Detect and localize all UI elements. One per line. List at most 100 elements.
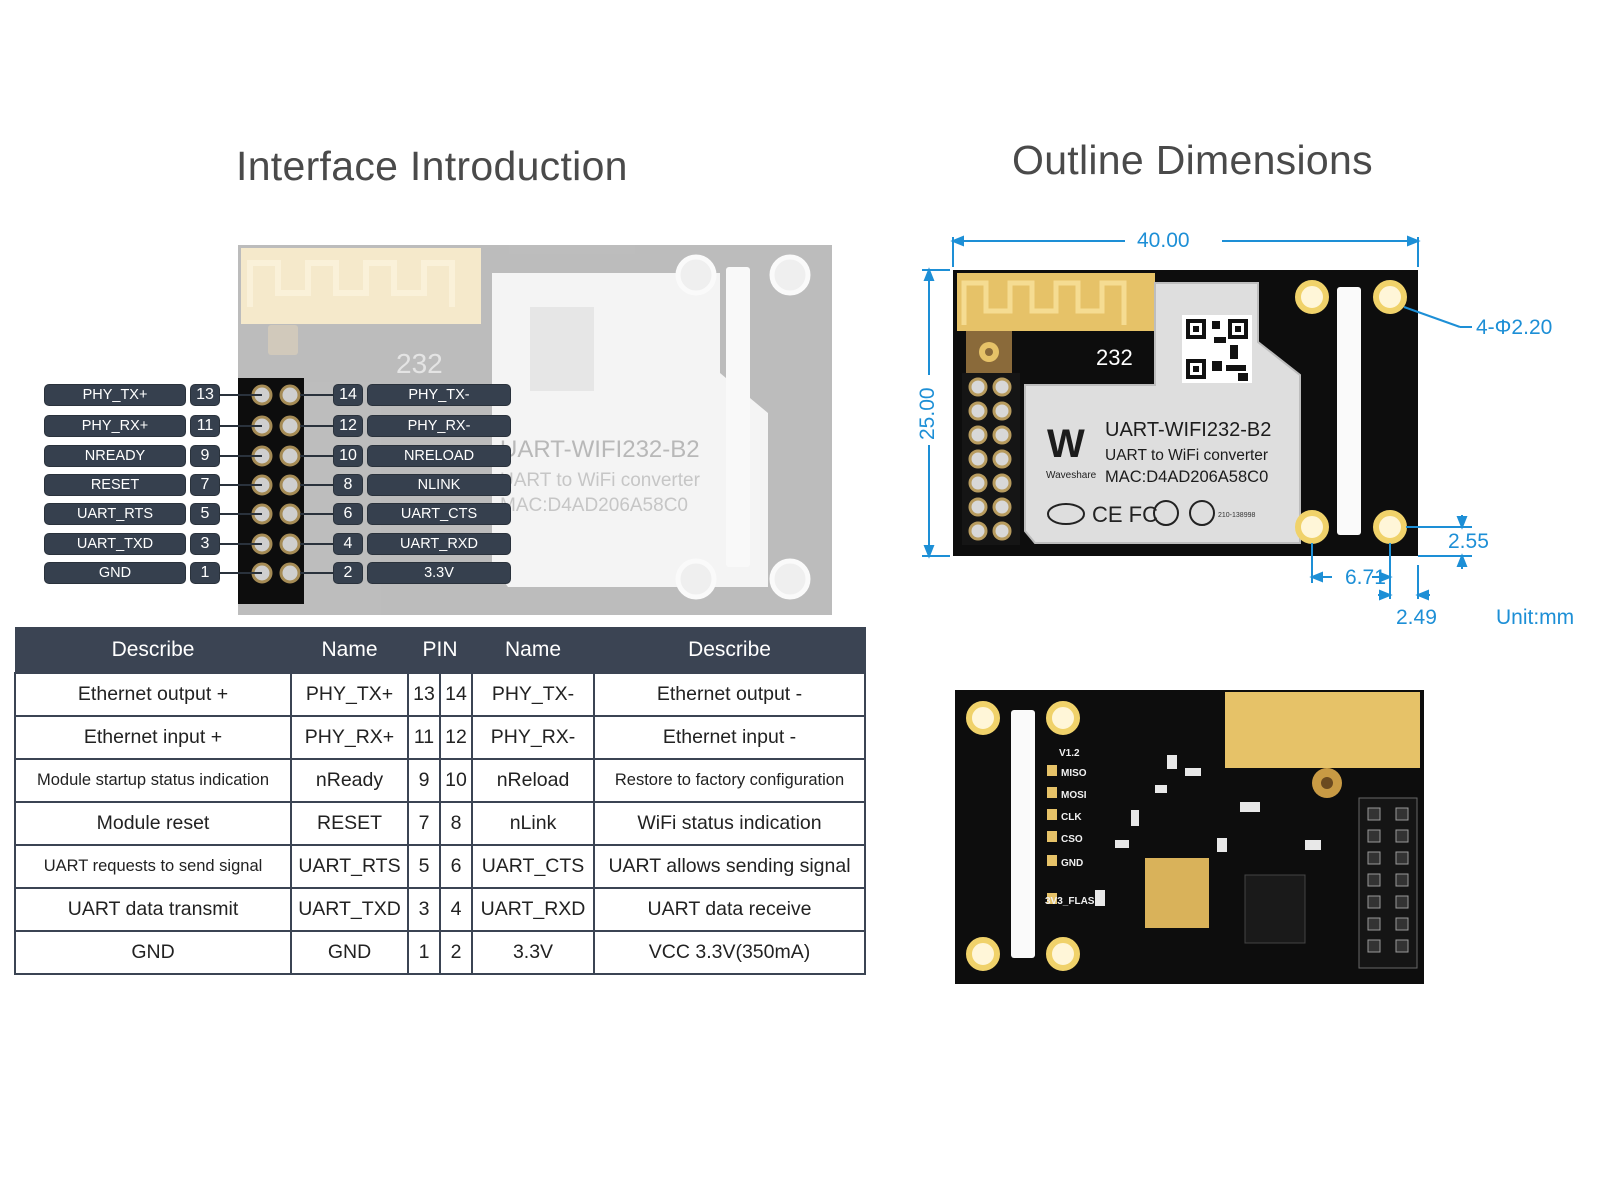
antenna-back [1225,692,1420,768]
pin-label-left-4: UART_RTS [45,504,185,524]
pin-leader-left-3 [219,484,262,486]
pin-left-cell: 7 [407,801,441,846]
name-left-cell: UART_RTS [290,844,409,889]
back-header-pin [1367,829,1381,843]
back-header-pin [1367,851,1381,865]
pin-leader-left-5 [219,543,262,545]
outline-header-pin [968,521,988,541]
header-pin [279,474,301,496]
name-left-cell: PHY_RX+ [290,715,409,760]
describe-left-cell: GND [14,930,292,975]
mount-hole-tl [1295,280,1329,314]
pin-number-right-0: 14 [334,385,362,405]
back-header-pin [1395,939,1409,953]
outline-header-pin [992,473,1012,493]
back-test-pad [1047,831,1057,842]
outline-header-pin [992,449,1012,469]
cert-code: 210-138998 [1218,512,1255,519]
pin-table: Describe Name PIN Name Describe Ethernet… [14,627,867,975]
board-model-faded: UART-WIFI232-B2 [500,436,700,463]
board-serial: 232 [1096,345,1133,370]
dim-height: 25.00 [916,387,939,440]
wifi-cert-icon [1047,503,1085,525]
pin-label-left-3: RESET [45,475,185,495]
back-slot [1011,710,1035,958]
outline-header-pin [992,497,1012,517]
dim-width: 40.00 [1137,229,1190,252]
pin-leader-right-6 [300,572,334,574]
pin-left-cell: 9 [407,758,441,803]
describe-left-cell: UART data transmit [14,887,292,932]
pin-label-right-4: UART_CTS [368,504,510,524]
pin-label-right-2: NRELOAD [368,446,510,466]
pin-label-right-1: PHY_RX- [368,416,510,436]
back-header-pin [1395,851,1409,865]
pin-label-left-2: NREADY [45,446,185,466]
pin-table-header-row: Describe Name PIN Name Describe [14,627,866,674]
pin-label-right-0: PHY_TX- [368,385,510,405]
pin-leader-right-2 [300,455,334,457]
mount-hole-bl [1295,510,1329,544]
pin-label-left-6: GND [45,563,185,583]
back-header-pin [1367,873,1381,887]
pin-number-left-4: 5 [191,504,219,524]
header-name-left: Name [290,627,409,674]
outline-header-pin [992,425,1012,445]
cert-marks: CE FC [1092,502,1158,527]
back-hole-bl [966,937,1000,971]
pin-number-right-3: 8 [334,475,362,495]
describe-right-cell: Ethernet output - [593,672,867,717]
name-left-cell: PHY_TX+ [290,672,409,717]
back-label-1: MISO [1061,768,1087,779]
pin-leader-right-0 [300,394,334,396]
pin-leader-left-6 [219,572,262,574]
header-pin: PIN [407,627,473,674]
mount-hole-br [1373,510,1407,544]
outline-header-pin [992,521,1012,541]
name-right-cell: nReload [471,758,596,803]
pin-left-cell: 11 [407,715,441,760]
pin-right-cell: 2 [438,930,474,975]
outline-header-pin [968,377,988,397]
back-hole-br [1046,937,1080,971]
pin-left-cell: 13 [407,672,441,717]
pin-number-right-6: 2 [334,563,362,583]
pin-right-cell: 8 [438,801,474,846]
outline-header-pin [968,401,988,421]
pin-leader-right-4 [300,513,334,515]
board-slot [1337,287,1361,535]
header-name-right: Name [471,627,595,674]
pin-number-left-0: 13 [191,385,219,405]
outline-dimension-drawing: 232 W Waveshare UART-WIFI232-B2 UART to … [922,235,1472,601]
outline-header-pin [968,497,988,517]
outline-header-pin [992,377,1012,397]
header-pin [279,384,301,406]
header-pin [279,562,301,584]
name-right-cell: UART_CTS [471,844,596,889]
pin-label-right-5: UART_RXD [368,534,510,554]
pin-leader-left-2 [219,455,262,457]
interface-title: Interface Introduction [236,143,628,189]
back-hole-tl [966,701,1000,735]
board-mac-faded: MAC:D4AD206A58C0 [500,495,688,516]
mount-hole-tr [1373,280,1407,314]
back-test-pad [1047,787,1057,798]
unit-label: Unit:mm [1496,606,1575,629]
dim-hole-spacing: 6.71 [1345,566,1386,589]
name-left-cell: GND [290,930,409,975]
back-header-pin [1367,917,1381,931]
back-header-pin [1367,807,1381,821]
board-mac: MAC:D4AD206A58C0 [1105,468,1268,486]
describe-left-cell: UART requests to send signal [14,844,292,889]
back-label-2: MOSI [1061,790,1087,801]
pin-left-cell: 5 [407,844,441,889]
pin-leader-right-1 [300,425,334,427]
pin-right-cell: 10 [438,758,474,803]
